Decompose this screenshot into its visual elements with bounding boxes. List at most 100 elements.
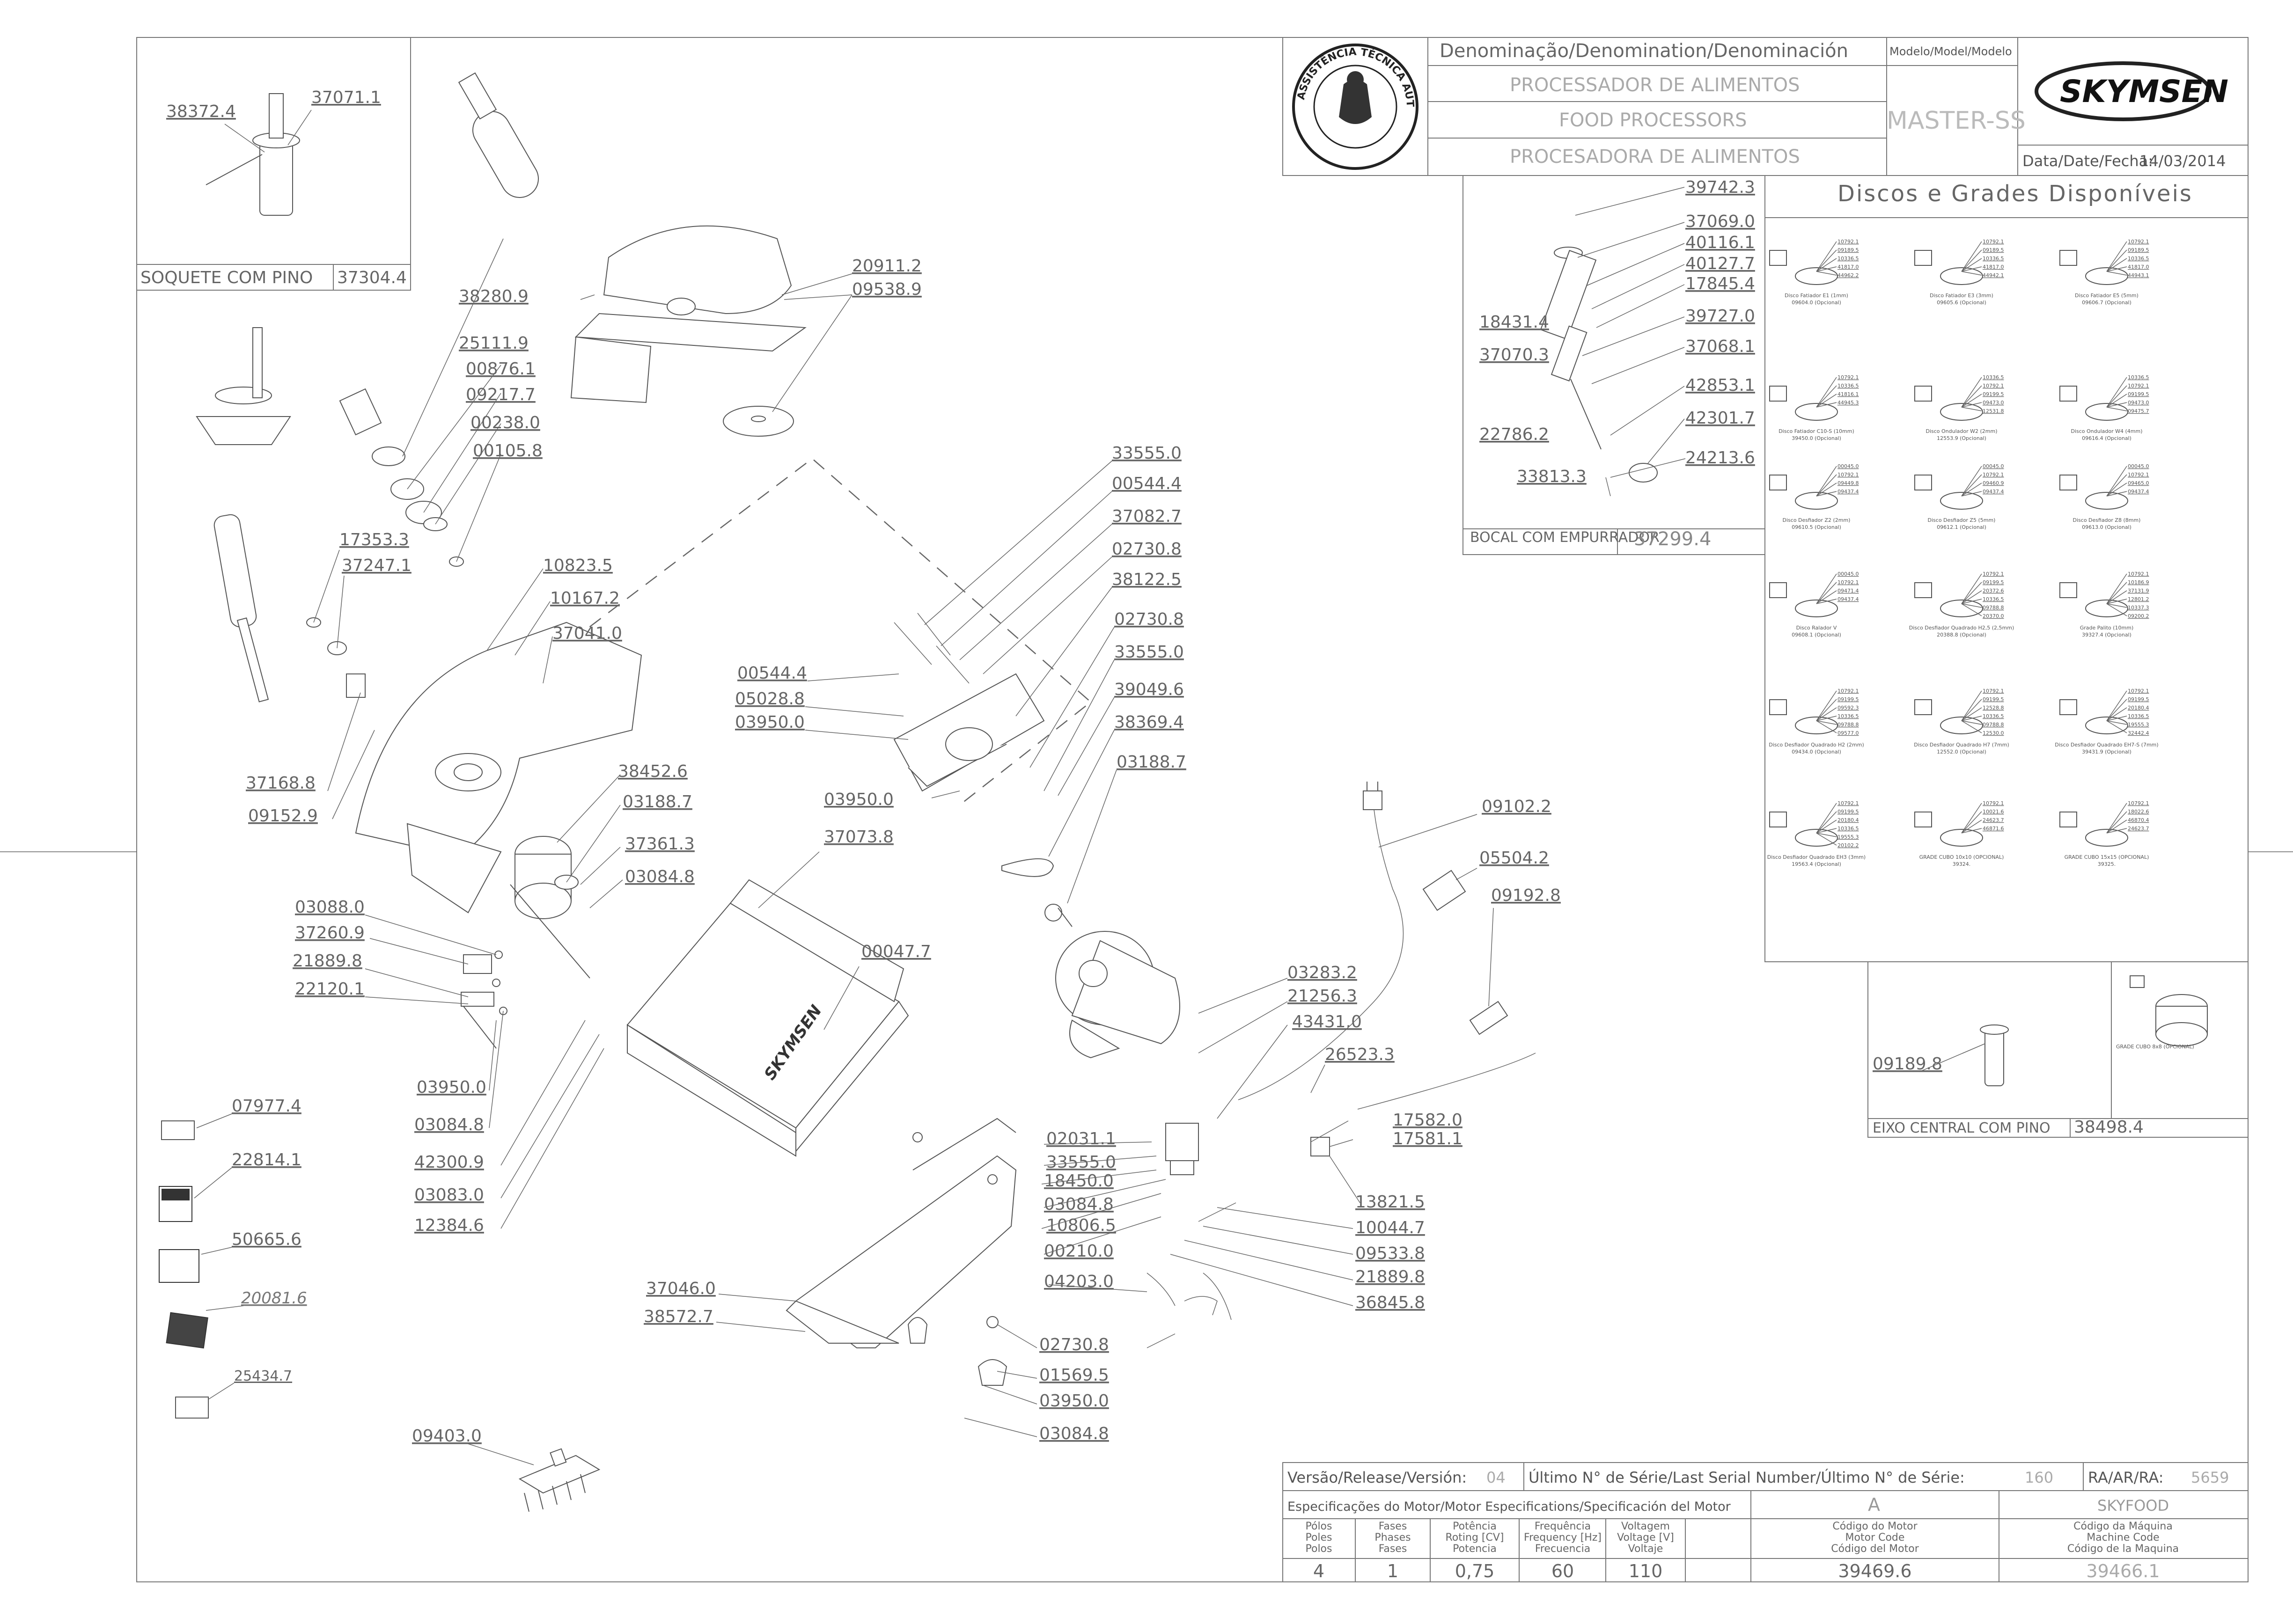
disc-part-label: 10337.3 xyxy=(2128,605,2149,611)
disc-leader-line xyxy=(2106,828,2127,834)
disc-plate xyxy=(2085,267,2128,285)
disc-leader-line xyxy=(1961,803,1982,834)
disc-part-label: 10186.9 xyxy=(2128,579,2149,585)
motor-bracket xyxy=(893,613,1045,792)
power-value: 0,75 xyxy=(1455,1561,1495,1581)
disc-part-label: 09577.0 xyxy=(1837,730,1859,736)
disc-part-label: 44962.2 xyxy=(1837,272,1859,278)
disc-code: 09613.0 (Opcional) xyxy=(2082,524,2131,530)
callout-03950-0-c: 03950.0 xyxy=(417,1078,486,1097)
disc-part-label: 09199.5 xyxy=(2128,391,2149,397)
base-outline xyxy=(514,458,1092,805)
disc-part-label: 09199.5 xyxy=(2128,696,2149,702)
callout-24213-6: 24213.6 xyxy=(1685,448,1755,468)
callout-25111-9: 25111.9 xyxy=(459,334,529,353)
disc-leader-line xyxy=(2106,720,2127,725)
callout-39742-3: 39742.3 xyxy=(1685,178,1755,197)
disc-leader-line xyxy=(1961,819,1982,834)
bocal-title: BOCAL COM EMPURRADOR xyxy=(1470,529,1660,546)
disc-name: Disco Ralador V xyxy=(1796,625,1837,631)
disc-leader-line xyxy=(1816,474,1837,497)
disc-plate xyxy=(1795,600,1838,617)
callout-09538-9: 09538.9 xyxy=(852,280,922,299)
soquete-title: SOQUETE COM PINO xyxy=(140,268,313,287)
callout-09403-0: 09403.0 xyxy=(412,1426,482,1446)
disc-leader-line xyxy=(1816,707,1837,721)
callout-00544-4-b: 00544.4 xyxy=(737,664,807,683)
disc-hub-block xyxy=(1769,812,1787,827)
callout-37070-3: 37070.3 xyxy=(1479,345,1549,365)
disc-hub-block xyxy=(2059,475,2077,490)
disc-leader-line xyxy=(1961,258,1982,272)
disc-name: Disco Fatiador E5 (5mm) xyxy=(2075,293,2139,299)
disc-hub-block xyxy=(2059,386,2077,402)
disc-part-label: 12530.0 xyxy=(1983,730,2004,736)
disc-leader-line xyxy=(1961,590,1982,604)
disc-code: 09608.1 (Opcional) xyxy=(1792,632,1841,638)
callout-03083-0: 03083.0 xyxy=(414,1185,484,1205)
disc-hub-block xyxy=(1914,699,1932,715)
disc-leader-line xyxy=(1816,599,1837,604)
disc-code: 39327.4 (Opcional) xyxy=(2082,632,2131,638)
disc-item: 10336.510792.109199.509473.012531.8Disco… xyxy=(1914,374,2004,441)
disc-part-label: 09199.5 xyxy=(1983,696,2004,702)
poles-value: 4 xyxy=(1313,1561,1324,1581)
disc-leader-line xyxy=(1816,828,1837,834)
disc-part-label: 41817.0 xyxy=(2128,264,2149,270)
disc-part-label: 09437.4 xyxy=(1983,489,2004,495)
disc-code: 09606.7 (Opcional) xyxy=(2082,300,2131,306)
base-plate xyxy=(786,1118,1017,1386)
disc-part-label: 20370.0 xyxy=(1983,613,2004,619)
main-housing xyxy=(355,622,642,914)
disc-part-label: 10336.5 xyxy=(1837,713,1859,719)
disc-plate xyxy=(1795,829,1838,847)
disc-code: 09616.4 (Opcional) xyxy=(2082,435,2131,441)
disc-part-label: 24623.7 xyxy=(2128,826,2149,832)
disc-part-label: 00045.0 xyxy=(1837,463,1859,469)
disc-part-label: 10792.1 xyxy=(1983,571,2004,577)
pulley xyxy=(514,836,579,919)
disc-leader-line xyxy=(2106,266,2127,272)
disc-plate xyxy=(1940,829,1983,847)
disc-part-label: 00045.0 xyxy=(2128,463,2149,469)
disc-plate xyxy=(2085,717,2128,734)
ra-label: RA/AR/RA: xyxy=(2088,1469,2164,1486)
callout-03084-8-c: 03084.8 xyxy=(1044,1195,1114,1214)
disc-code: 09604.0 (Opcional) xyxy=(1792,300,1841,306)
disc-name: Disco Desfiador Quadrado EH3 (3mm) xyxy=(1767,854,1866,860)
disc-item: 10336.510792.109199.509473.009475.7Disco… xyxy=(2059,374,2149,441)
disc-part-label: 44942.1 xyxy=(1983,272,2004,278)
disc-leader-line xyxy=(1961,491,1982,497)
disc-part-label: 10336.5 xyxy=(2128,713,2149,719)
disc-leader-line xyxy=(2106,582,2127,604)
callout-02730-8-c: 02730.8 xyxy=(1039,1335,1109,1354)
callout-37247-1: 37247.1 xyxy=(342,556,412,575)
power-cord xyxy=(1238,782,1536,1110)
disc-leader-line xyxy=(2106,249,2127,272)
disc-part-label: 09199.5 xyxy=(1983,579,2004,585)
disc-part-label: 09473.0 xyxy=(2128,400,2149,406)
disc-part-label: 10792.1 xyxy=(2128,472,2149,478)
callout-42300-9: 42300.9 xyxy=(414,1153,484,1172)
disc-part-label: 09592.3 xyxy=(1837,705,1859,711)
callout-07977-4: 07977.4 xyxy=(232,1097,301,1116)
callout-10806-5: 10806.5 xyxy=(1046,1216,1116,1235)
callout-05028-8: 05028.8 xyxy=(735,689,805,709)
callout-17581-1: 17581.1 xyxy=(1393,1129,1463,1149)
callout-20911-2: 20911.2 xyxy=(852,256,922,276)
disc-name: Disco Desfiador Quadrado EH7-S (7mm) xyxy=(2055,742,2158,748)
disc-name: Disco Desfiador Z2 (2mm) xyxy=(1783,517,1851,523)
disc-part-label: 09199.5 xyxy=(1983,391,2004,397)
disc-leader-line xyxy=(2106,690,2127,721)
disc-code: 12553.9 (Opcional) xyxy=(1937,435,1986,441)
disc-leader-line xyxy=(2106,603,2127,608)
callout-21889-8-b: 21889.8 xyxy=(1355,1267,1425,1287)
disc-item: 10792.109199.509592.310336.509788.809577… xyxy=(1769,688,1864,755)
motor xyxy=(1044,904,1180,1059)
disc-item: 10792.109189.510336.541817.044962.2Disco… xyxy=(1769,239,1859,306)
callout-00544-4-a: 00544.4 xyxy=(1112,474,1182,493)
disc-leader-line xyxy=(1961,266,1982,272)
callout-12384-6: 12384.6 xyxy=(414,1216,484,1235)
